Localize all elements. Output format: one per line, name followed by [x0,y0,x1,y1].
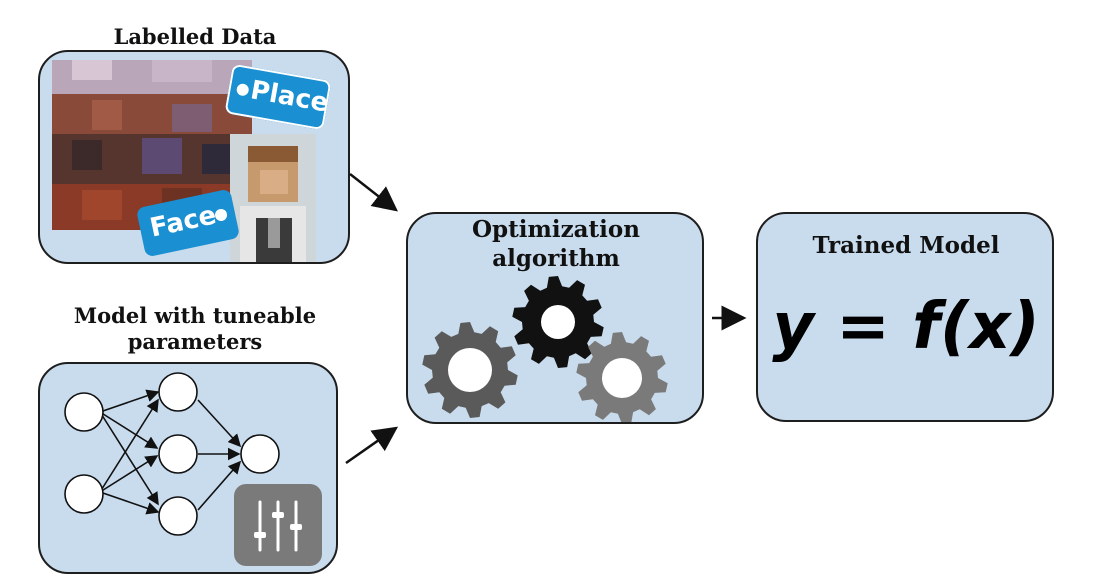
optimization-title-line2: algorithm [492,244,620,272]
network-edges [99,389,242,515]
hidden-node [158,372,198,412]
optimization-box: Optimization algorithm [406,212,704,424]
sliders-icon [234,484,322,566]
model-box [38,362,338,574]
gear-top-icon [512,276,604,368]
labelled-data-box: Place Face [38,50,350,264]
neural-network [64,372,322,566]
input-node [64,474,104,514]
gears [422,276,668,422]
trained-model-title: Trained Model [812,232,1000,259]
trained-model-formula: y = f(x) [772,290,1040,364]
face-image [230,134,316,262]
input-node [64,392,104,432]
model-title-line1: Model with tuneable [73,303,317,328]
optimization-title-line1: Optimization [472,216,640,243]
output-node [240,434,280,474]
gear-left-icon [422,322,518,418]
hidden-node [158,496,198,536]
trained-model-box: Trained Model y = f(x) [756,212,1054,422]
model-title: Model with tuneable parameters [30,303,360,356]
optimization-title: Optimization algorithm [408,216,702,274]
labelled-data-title: Labelled Data [113,24,277,49]
gear-right-icon [576,332,668,422]
arrow-model-to-optimization [345,426,399,465]
hidden-node [158,434,198,474]
model-title-line2: parameters [127,329,263,355]
arrow-data-to-optimization [349,173,398,212]
